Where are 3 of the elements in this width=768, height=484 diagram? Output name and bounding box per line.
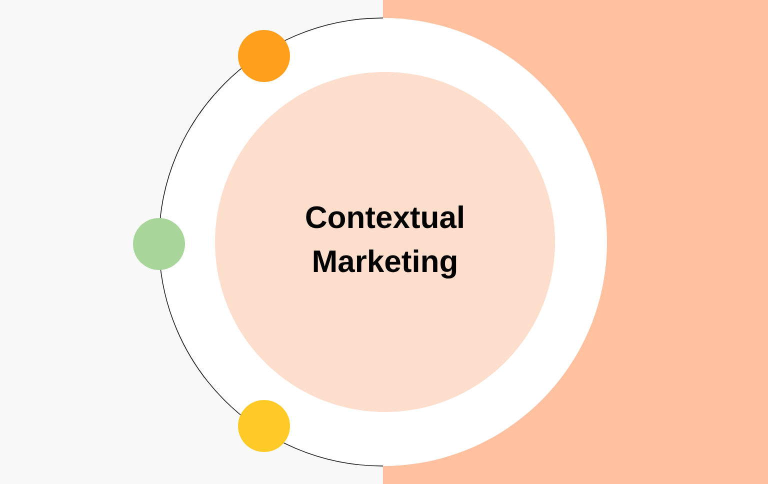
dot bbox=[238, 30, 290, 82]
dot bbox=[238, 400, 290, 452]
dot bbox=[133, 218, 185, 270]
